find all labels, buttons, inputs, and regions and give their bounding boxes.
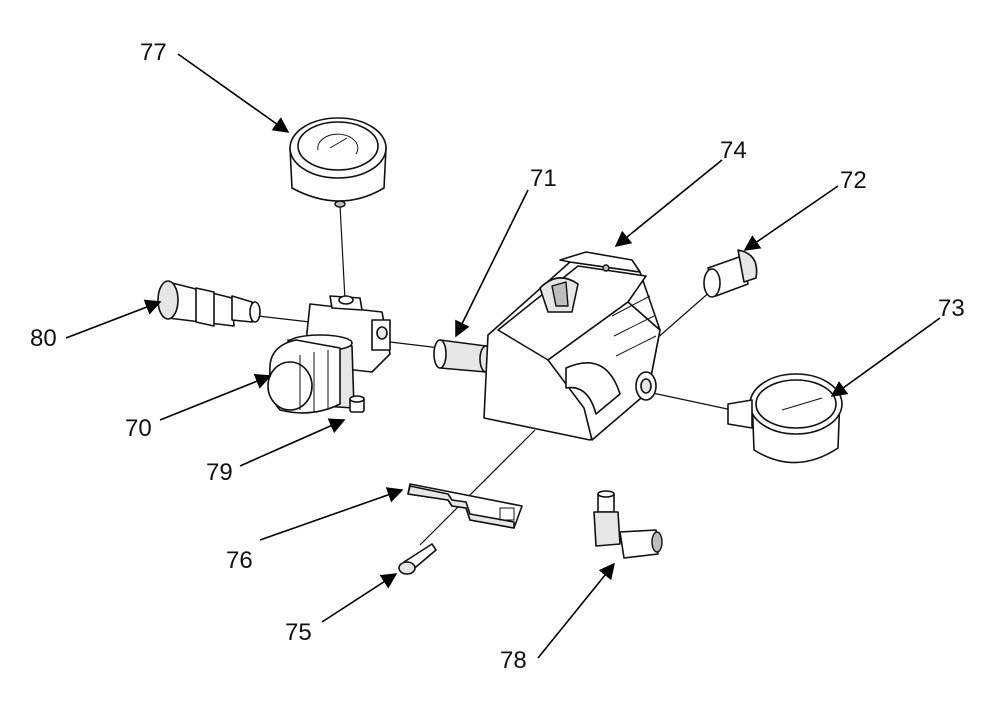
part-70-regulator	[267, 295, 391, 414]
part-74-pressure-switch	[483, 251, 661, 441]
callout-78: 78	[500, 562, 616, 674]
part-78-fitting	[593, 490, 663, 559]
callout-label-74: 74	[720, 137, 747, 164]
part-75-screw	[398, 543, 437, 575]
part-77-gauge	[289, 117, 387, 208]
callout-label-71: 71	[530, 165, 557, 192]
callout-label-75: 75	[285, 619, 312, 646]
callout-73: 73	[830, 295, 965, 397]
callout-label-78: 78	[500, 647, 527, 674]
callout-76: 76	[226, 487, 404, 574]
callout-71: 71	[455, 165, 557, 338]
callout-label-79: 79	[206, 459, 233, 486]
callout-label-73: 73	[938, 295, 965, 322]
callout-74: 74	[614, 137, 747, 248]
callout-75: 75	[285, 573, 398, 646]
callout-label-76: 76	[226, 547, 253, 574]
callout-label-77: 77	[140, 39, 167, 66]
part-71-nipple	[433, 339, 493, 373]
callout-70: 70	[125, 373, 272, 442]
part-72-elbow	[703, 249, 758, 298]
part-80-coupler	[157, 280, 261, 327]
part-73-gauge	[727, 373, 843, 464]
callout-77: 77	[140, 39, 290, 133]
callout-label-72: 72	[840, 167, 867, 194]
callout-label-70: 70	[125, 415, 152, 442]
callout-79: 79	[206, 418, 346, 486]
part-76-bracket	[407, 483, 523, 529]
assembly-axes	[257, 204, 733, 546]
callout-label-80: 80	[30, 325, 57, 352]
callout-72: 72	[743, 167, 867, 251]
part-79-plug	[349, 395, 365, 413]
callout-80: 80	[30, 299, 162, 352]
